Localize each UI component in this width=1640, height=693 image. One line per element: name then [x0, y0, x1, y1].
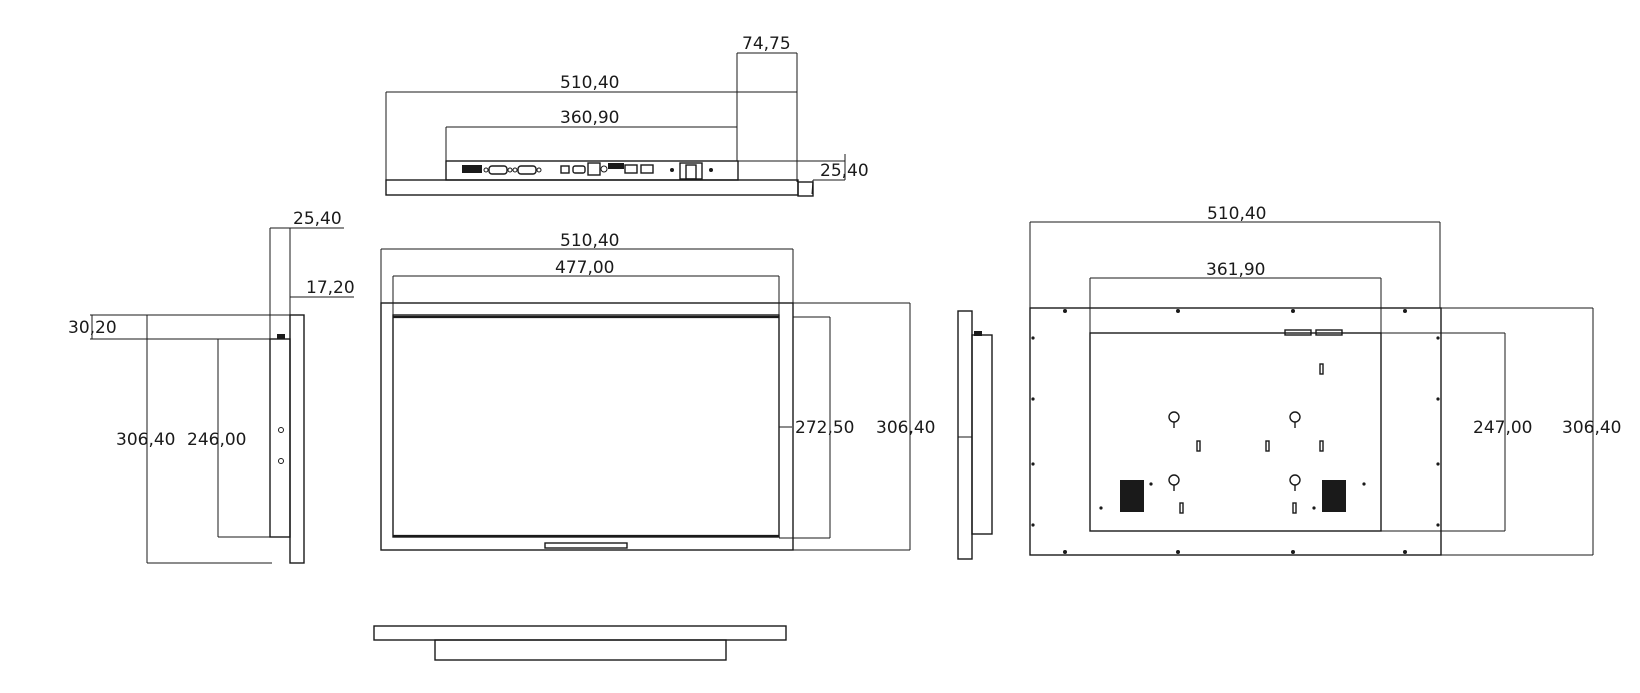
rear-overall-width-label: 510,40	[1207, 204, 1266, 224]
front-overall-height-label: 306,40	[876, 418, 935, 438]
bottom-view-body	[434, 639, 727, 661]
side-view-body	[269, 338, 291, 538]
top-overall-width-label: 510,40	[560, 73, 619, 93]
top-view-port-box	[445, 160, 739, 181]
rear-overall-height-label: 306,40	[1562, 418, 1621, 438]
keyhole-mounts	[1168, 411, 1301, 491]
top-port-width-label: 360,90	[560, 108, 619, 128]
top-view-panel	[385, 179, 799, 196]
vent-grilles	[1120, 480, 1346, 512]
side-view-button	[278, 427, 284, 433]
io-connectors	[462, 162, 713, 180]
side-view: 25,40 17,20 30,20 306,40 246,00	[68, 209, 355, 564]
top-port-depth-label: 74,75	[742, 34, 791, 54]
side-view-right	[957, 310, 993, 560]
rear-box-height-label: 247,00	[1473, 418, 1532, 438]
side-bezel-depth-label: 17,20	[306, 278, 355, 298]
top-thickness-label: 25,40	[820, 161, 869, 181]
top-view-side-bracket	[797, 181, 814, 197]
side-view-connector	[277, 334, 285, 339]
side-view-bezel	[289, 314, 305, 564]
screw-holes	[1031, 309, 1440, 554]
side-overall-height-label: 306,40	[116, 430, 175, 450]
side-top-offset-label: 30,20	[68, 318, 117, 338]
front-overall-width-label: 510,40	[560, 231, 619, 251]
top-view: 510,40 360,90 74,75 25,40	[385, 34, 869, 197]
front-view-logo-bar	[544, 542, 628, 549]
bottom-view	[373, 625, 787, 661]
front-screen-width-label: 477,00	[555, 258, 614, 278]
side-inner-height-label: 246,00	[187, 430, 246, 450]
mount-slots	[1179, 363, 1324, 514]
rear-view-box	[1089, 332, 1382, 532]
rear-box-width-label: 361,90	[1206, 260, 1265, 280]
side-view-button	[278, 458, 284, 464]
bottom-view-panel	[373, 625, 787, 641]
front-view-frame	[380, 302, 794, 551]
rear-view: 510,40 361,90 247,00 306,40	[1029, 204, 1621, 556]
side-depth-label: 25,40	[293, 209, 342, 229]
front-view: 510,40 477,00 272,50 306,40	[380, 231, 935, 551]
side-view-right-body	[971, 334, 993, 535]
front-view-screen	[392, 314, 780, 538]
side-view-right-bezel	[957, 310, 973, 560]
front-screen-height-label: 272,50	[795, 418, 854, 438]
rear-view-frame	[1029, 307, 1442, 556]
